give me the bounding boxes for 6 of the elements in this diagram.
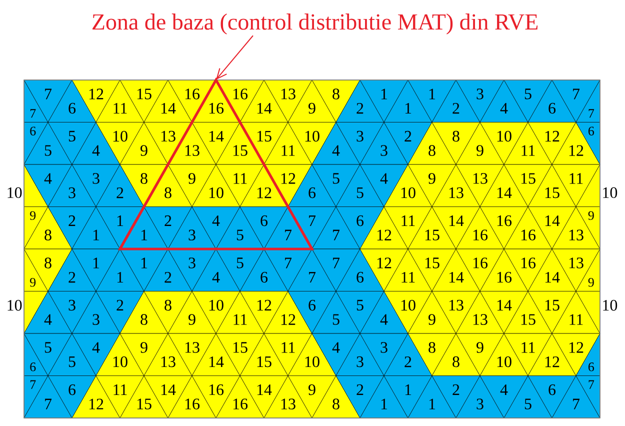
node-label: 10 [603, 187, 618, 198]
annotation-text: Zona de baza (control distributie MAT) din RVE [92, 14, 538, 34]
arrow [216, 35, 254, 80]
node-label: 10 [8, 300, 22, 311]
node-label: 10 [603, 300, 618, 311]
node-label: 10 [8, 187, 22, 198]
